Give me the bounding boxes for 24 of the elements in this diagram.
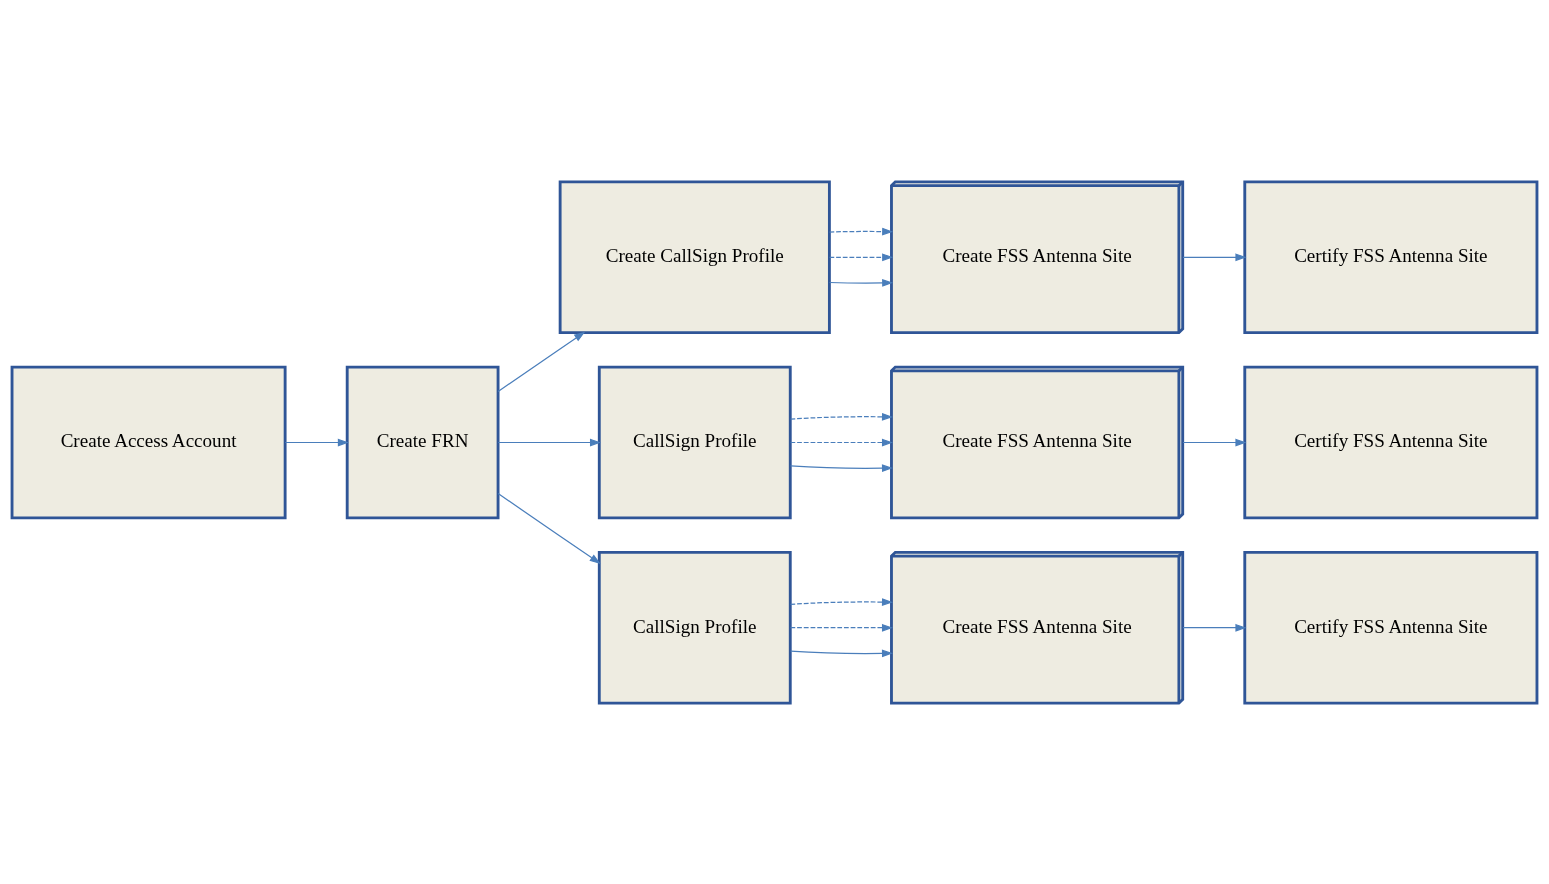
arrow: [828, 227, 894, 235]
arrow: [1182, 252, 1247, 261]
arrow: [789, 623, 894, 632]
arrow: [497, 492, 601, 564]
arrow: [1182, 438, 1247, 446]
arrow: [789, 597, 894, 606]
arrow: [284, 438, 349, 446]
arrow: [828, 278, 894, 287]
arrow: [1182, 623, 1247, 632]
node-box: Create Access Account: [10, 365, 287, 519]
node-box: CallSign Profile: [597, 550, 792, 705]
node-box: Certify FSS Antenna Site: [1243, 179, 1539, 334]
arrow: [789, 463, 894, 472]
arrow: [828, 252, 894, 261]
arrow: [497, 438, 602, 446]
node-box: Create FRN: [345, 365, 500, 519]
node-box: CallSign Profile: [597, 365, 792, 519]
arrow: [497, 331, 586, 392]
node-box: Certify FSS Antenna Site: [1243, 550, 1539, 705]
arrow: [789, 412, 894, 421]
node-box: Certify FSS Antenna Site: [1243, 365, 1539, 519]
node-box: Create CallSign Profile: [558, 179, 831, 334]
arrow: [789, 438, 894, 446]
arrow: [789, 649, 894, 657]
